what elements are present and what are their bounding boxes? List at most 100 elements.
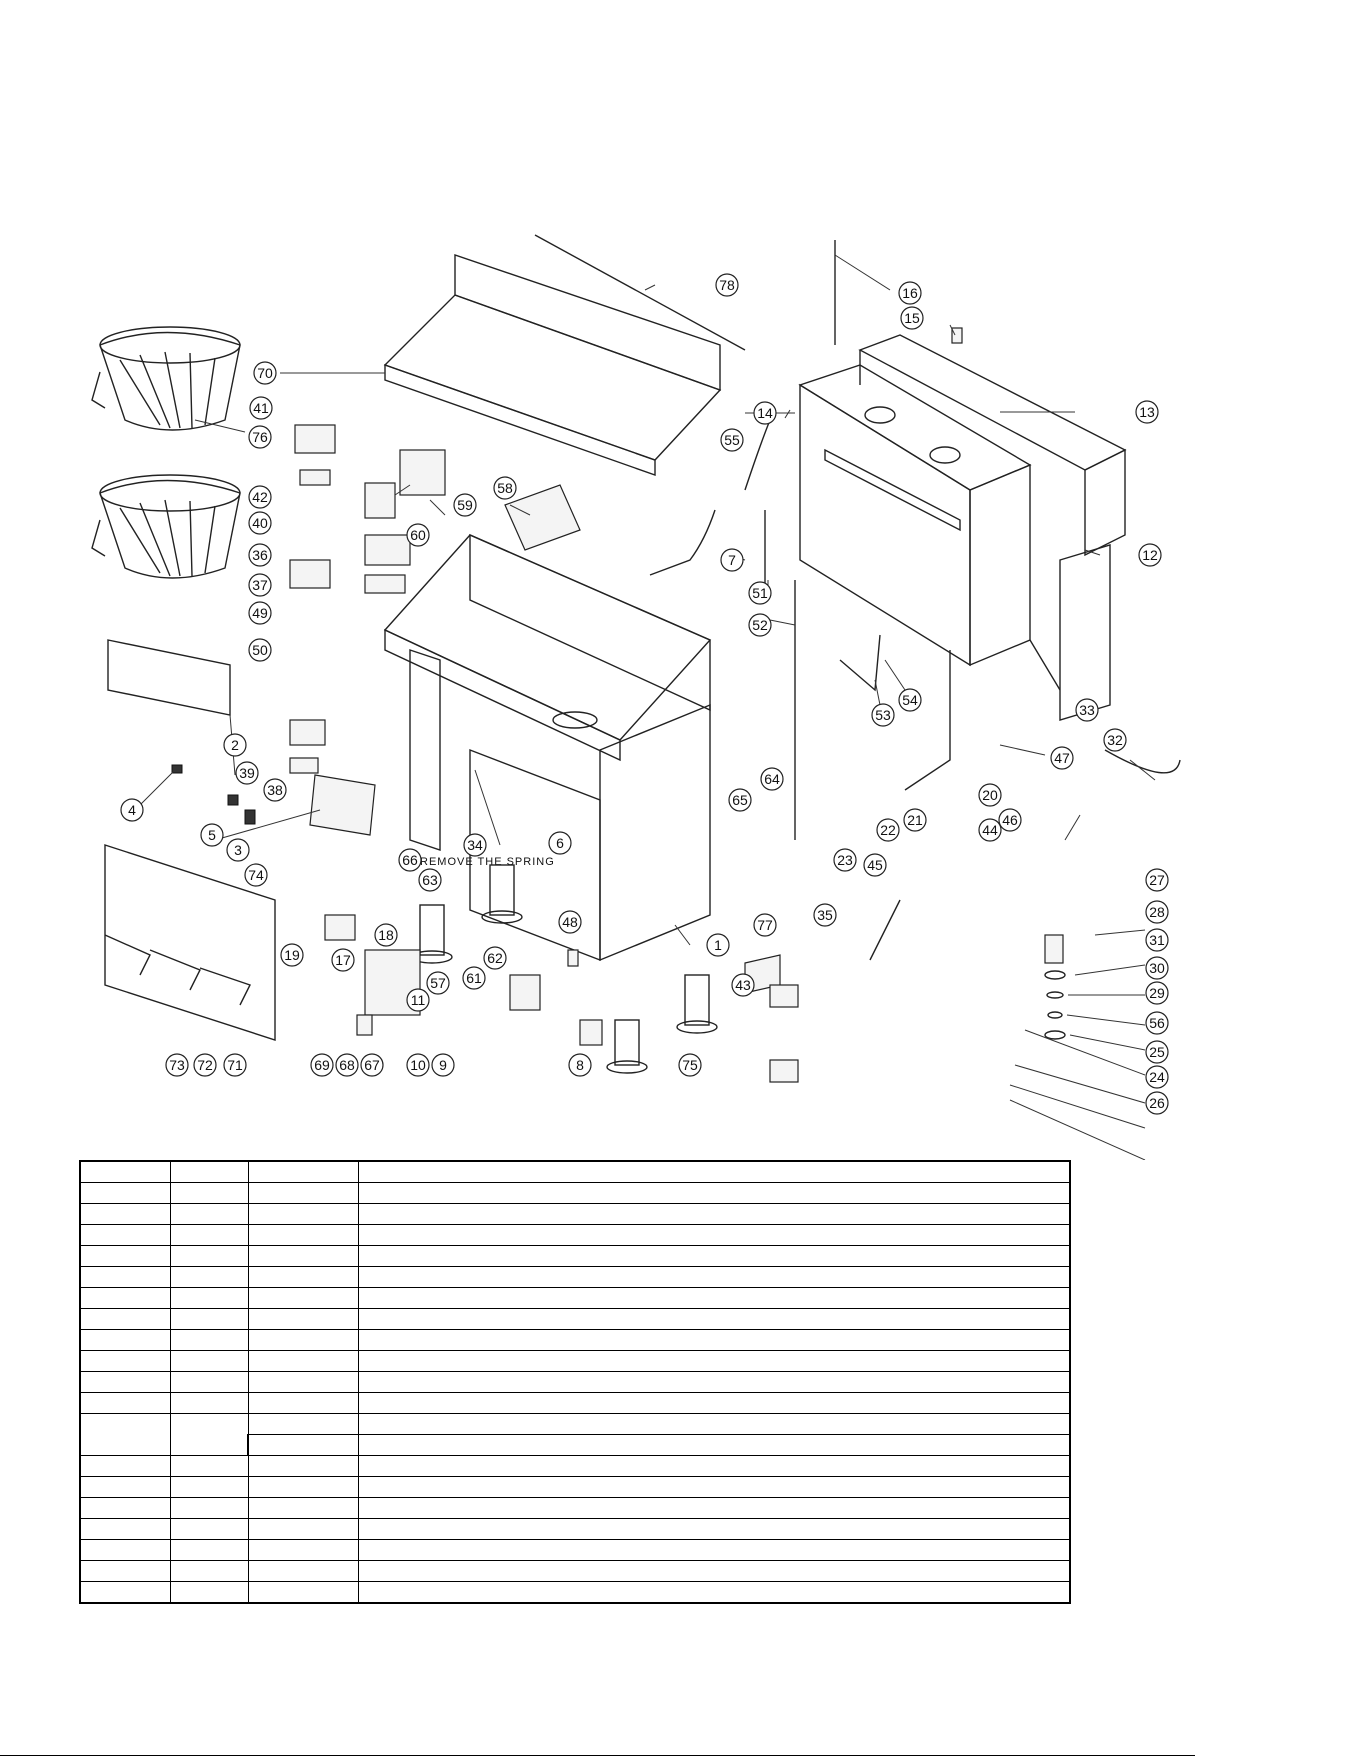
svg-text:31: 31 <box>1149 932 1165 948</box>
callout-3: 3 <box>226 838 250 862</box>
board-bracket <box>299 469 331 486</box>
table-cell <box>247 1329 359 1351</box>
relay-8 <box>579 1019 603 1046</box>
svg-text:47: 47 <box>1054 750 1070 766</box>
svg-text:64: 64 <box>764 771 780 787</box>
callout-60: 60 <box>406 523 430 547</box>
table-row <box>79 1350 1071 1372</box>
callout-35: 35 <box>813 903 837 927</box>
table-cell <box>169 1539 249 1561</box>
svg-text:57: 57 <box>430 975 446 991</box>
table-row <box>79 1203 1071 1225</box>
callout-32: 32 <box>1103 728 1127 752</box>
callout-58: 58 <box>493 476 517 500</box>
callout-61: 61 <box>462 966 486 990</box>
callout-9: 9 <box>431 1053 455 1077</box>
table-row <box>79 1245 1071 1267</box>
table-cell <box>169 1581 249 1604</box>
table-cell <box>169 1560 249 1582</box>
callout-76: 76 <box>248 425 272 449</box>
tank-shroud-13 <box>858 334 1127 557</box>
svg-text:36: 36 <box>252 547 268 563</box>
table-cell <box>169 1182 249 1204</box>
callout-23: 23 <box>833 848 857 872</box>
svg-text:13: 13 <box>1139 404 1155 420</box>
leg-foot-right <box>606 1019 648 1074</box>
table-cell <box>79 1581 171 1604</box>
callout-30: 30 <box>1145 956 1169 980</box>
table-row <box>79 1329 1071 1351</box>
svg-text:30: 30 <box>1149 960 1165 976</box>
table-cell <box>357 1160 1071 1183</box>
top-cover <box>383 254 722 476</box>
svg-text:38: 38 <box>267 782 283 798</box>
callout-12: 12 <box>1138 543 1162 567</box>
svg-text:23: 23 <box>837 852 853 868</box>
svg-text:28: 28 <box>1149 904 1165 920</box>
callout-71: 71 <box>223 1053 247 1077</box>
callout-66: 66 <box>398 848 422 872</box>
table-cell <box>247 1203 359 1225</box>
svg-text:39: 39 <box>239 765 255 781</box>
svg-text:63: 63 <box>422 872 438 888</box>
table-cell <box>247 1539 359 1561</box>
callout-16: 16 <box>898 281 922 305</box>
side-panel-edge <box>1029 639 1061 691</box>
table-cell <box>79 1497 171 1519</box>
callout-31: 31 <box>1145 928 1169 952</box>
leg-foot-75 <box>676 974 718 1034</box>
leg-foot-center <box>481 864 523 924</box>
table-cell <box>169 1287 249 1309</box>
svg-text:51: 51 <box>752 585 768 601</box>
svg-text:78: 78 <box>719 277 735 293</box>
callout-6: 6 <box>548 831 572 855</box>
svg-text:77: 77 <box>757 917 773 933</box>
callout-1: 1 <box>706 933 730 957</box>
callout-39: 39 <box>235 761 259 785</box>
table-cell <box>247 1287 359 1309</box>
table-row <box>79 1539 1071 1561</box>
svg-text:5: 5 <box>208 827 216 843</box>
table-cell <box>79 1308 171 1330</box>
tube-20 <box>904 650 951 791</box>
seal-29 <box>1044 1030 1066 1040</box>
callout-50: 50 <box>248 638 272 662</box>
table-cell <box>79 1182 171 1204</box>
table-cell <box>247 1476 359 1498</box>
table-row <box>79 1413 1071 1456</box>
svg-text:50: 50 <box>252 642 268 658</box>
table-cell <box>357 1203 1071 1225</box>
table-cell <box>169 1329 249 1351</box>
callout-57: 57 <box>426 971 450 995</box>
table-cell <box>357 1329 1071 1351</box>
callout-11: 11 <box>406 988 430 1012</box>
table-cell <box>169 1392 249 1414</box>
callout-41: 41 <box>249 396 273 420</box>
table-cell <box>247 1434 359 1456</box>
table-cell <box>79 1560 171 1582</box>
svg-text:1: 1 <box>714 937 722 953</box>
arm-32 <box>1104 749 1181 774</box>
callout-48: 48 <box>558 910 582 934</box>
table-cell <box>169 1455 249 1477</box>
svg-text:48: 48 <box>562 914 578 930</box>
footer-rule <box>0 1755 1195 1756</box>
hot-water-tank <box>798 364 1032 667</box>
table-cell <box>357 1581 1071 1604</box>
callout-37: 37 <box>248 573 272 597</box>
switch-5 <box>227 794 239 806</box>
table-cell <box>169 1371 249 1393</box>
callout-51: 51 <box>748 581 772 605</box>
svg-text:18: 18 <box>378 927 394 943</box>
tube-55 <box>744 419 771 491</box>
callout-28: 28 <box>1145 900 1169 924</box>
table-row <box>79 1266 1071 1288</box>
table-cell <box>247 1392 359 1414</box>
drip-panel-71 <box>104 844 276 1041</box>
table-cell <box>357 1434 1071 1456</box>
bracket-lower <box>769 1059 799 1083</box>
switch-3 <box>244 809 256 825</box>
transformer-62 <box>509 974 541 1011</box>
svg-text:45: 45 <box>867 857 883 873</box>
table-cell <box>247 1560 359 1582</box>
